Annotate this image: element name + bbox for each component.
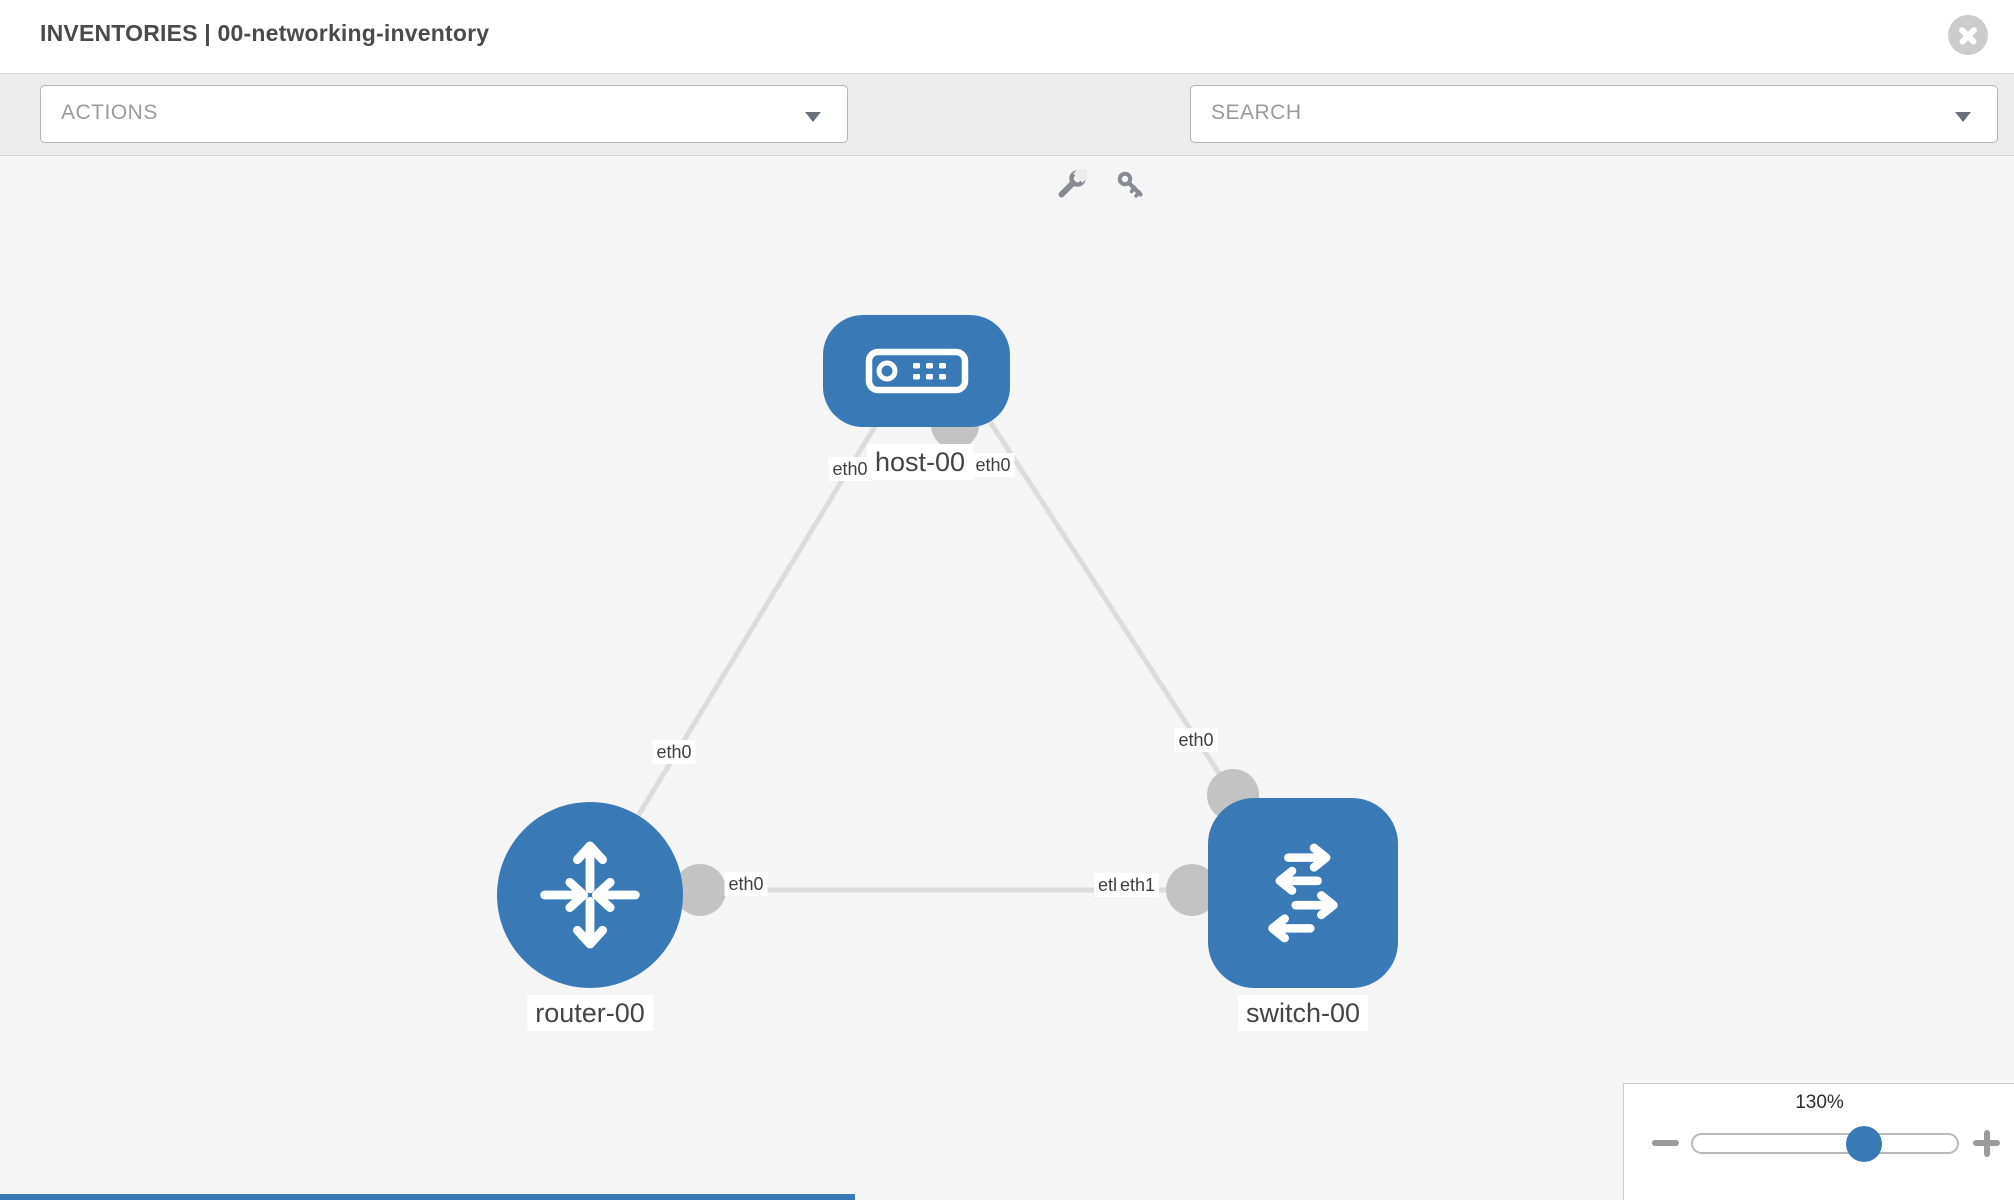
zoom-slider-track[interactable] <box>1691 1133 1959 1154</box>
interface-connector-switch-left[interactable] <box>1166 864 1218 916</box>
header: INVENTORIES | 00-networking-inventory <box>0 0 2014 74</box>
zoom-in-icon <box>1983 1129 1990 1157</box>
node-label-router: router-00 <box>527 995 653 1031</box>
host-icon <box>865 348 968 394</box>
interface-label: eth0 <box>724 872 768 896</box>
interface-label: eth0 <box>828 457 872 481</box>
interface-connector-router[interactable] <box>674 864 726 916</box>
zoom-panel: 130% <box>1623 1083 2014 1200</box>
credentials-button[interactable] <box>1115 169 1147 201</box>
toolbar: ACTIONS SEARCH <box>0 74 2014 198</box>
zoom-out-icon[interactable] <box>1652 1140 1679 1146</box>
links-layer <box>587 401 1259 916</box>
node-host-00[interactable] <box>823 315 1010 427</box>
interface-label: eth0 <box>1174 728 1218 752</box>
chevron-down-icon <box>805 112 821 122</box>
zoom-value: 130% <box>1795 1092 1844 1113</box>
bottom-panel-edge <box>0 1194 855 1200</box>
actions-dropdown[interactable]: ACTIONS <box>40 85 848 143</box>
node-router-00[interactable] <box>497 802 683 988</box>
key-icon <box>1117 171 1143 198</box>
search-dropdown[interactable]: SEARCH <box>1190 85 1998 143</box>
actions-dropdown-label: ACTIONS <box>61 101 158 124</box>
chevron-down-icon <box>1955 112 1971 122</box>
node-label-host: host-00 <box>866 444 974 480</box>
interface-label: eth0 <box>971 453 1015 477</box>
node-switch-00[interactable] <box>1208 798 1398 988</box>
page-title: INVENTORIES | 00-networking-inventory <box>40 20 490 46</box>
node-label-switch: switch-00 <box>1237 995 1369 1031</box>
search-dropdown-label: SEARCH <box>1211 101 1302 124</box>
zoom-slider-handle[interactable] <box>1846 1126 1882 1162</box>
topology-canvas[interactable]: host-00 router-00 switch-00 eth0 eth0 et… <box>0 156 2014 1200</box>
zoom-in-button[interactable] <box>1969 1126 2005 1162</box>
close-button[interactable] <box>1948 15 1988 55</box>
interface-label: eth0 <box>652 740 696 764</box>
wrench-icon <box>1058 164 1092 198</box>
router-icon <box>540 841 640 949</box>
switch-icon <box>1268 843 1338 943</box>
interface-label: eth1 <box>1116 873 1160 897</box>
configure-button[interactable] <box>1055 164 1092 201</box>
